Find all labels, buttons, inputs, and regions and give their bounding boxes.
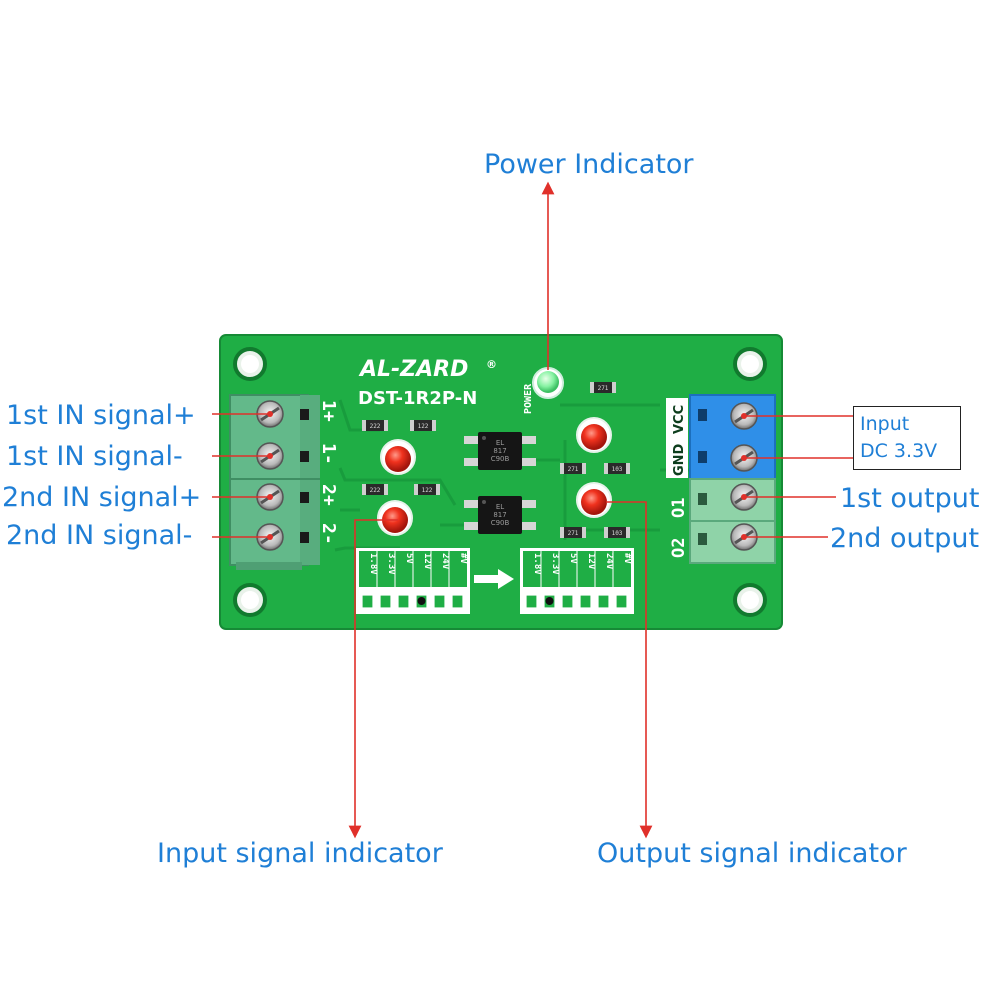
smd-resistors xyxy=(362,382,630,538)
resistor-code: 271 xyxy=(568,466,579,473)
voltage-table-input: 1.8V 3.3V 5V 12V 24V #V xyxy=(356,548,470,614)
resistor xyxy=(590,382,616,393)
left-terminal-block xyxy=(229,394,320,570)
output-voltage-selected-dot xyxy=(545,597,554,605)
direction-arrow xyxy=(474,569,514,589)
input-voltage-jumper-4 xyxy=(433,594,446,609)
output2-label: 2nd output xyxy=(830,523,980,554)
resistor-code: 222 xyxy=(370,423,381,430)
input-voltage-option-3: 12V xyxy=(422,553,432,570)
input-voltage-option-4: 24V xyxy=(440,553,450,570)
input-voltage-option-1: 3.3V xyxy=(386,553,396,575)
left-silk-1plus: 1+ xyxy=(318,400,339,422)
input-voltage-jumper-1 xyxy=(379,594,392,609)
input-voltage-option-2: 5V xyxy=(404,553,414,564)
power-indicator-label: Power Indicator xyxy=(484,149,694,180)
voltage-table-output: 1.8V 3.3V 5V 12V 24V #V xyxy=(520,548,634,614)
input-voltage-option-5: #V xyxy=(458,553,468,564)
board-silkscreen: AL-ZARD ® DST-1R2P-N POWER 1+ 1- 2+ 2- V… xyxy=(318,357,689,558)
resistor xyxy=(362,484,388,495)
output-led-1 xyxy=(581,424,607,450)
optocoupler-marking: C90B xyxy=(491,455,510,463)
right-silk-o2: O2 xyxy=(669,538,689,558)
right-terminal-slots xyxy=(698,409,707,545)
leds xyxy=(377,367,612,536)
input-led-1 xyxy=(385,446,411,472)
output-voltage-jumper-0 xyxy=(525,594,538,609)
resistor-code: 103 xyxy=(612,530,623,537)
in2-plus-label: 2nd IN signal+ xyxy=(2,482,202,513)
optocoupler-1 xyxy=(464,432,536,470)
resistor xyxy=(414,484,440,495)
mounting-holes xyxy=(233,347,767,617)
output-voltage-option-2: 5V xyxy=(568,553,578,564)
output-voltage-option-5: #V xyxy=(622,553,632,564)
output-voltage-jumper-5 xyxy=(615,594,628,609)
model-text: DST-1R2P-N xyxy=(358,388,477,409)
left-silk-2minus: 2- xyxy=(318,523,339,545)
right-silk-vcc: VCC xyxy=(672,405,687,434)
right-silk-o1: O1 xyxy=(669,498,689,518)
in1-plus-label: 1st IN signal+ xyxy=(6,400,196,431)
resistor-code: 122 xyxy=(418,423,429,430)
optocoupler-2 xyxy=(464,496,536,534)
resistor-code: 271 xyxy=(568,530,579,537)
output-voltage-jumper-4 xyxy=(597,594,610,609)
optocoupler-marking: 817 xyxy=(493,511,506,519)
optocouplers xyxy=(464,432,536,534)
input-dc-box: Input DC 3.3V xyxy=(853,406,961,470)
input-signal-indicator-label: Input signal indicator xyxy=(157,838,443,869)
input-dc-line1: Input xyxy=(860,413,910,435)
input-led-leader xyxy=(348,519,398,839)
in2-minus-label: 2nd IN signal- xyxy=(6,520,193,551)
output1-label: 1st output xyxy=(840,483,980,514)
brand-text: AL-ZARD xyxy=(358,357,468,382)
resistor-code: 222 xyxy=(370,487,381,494)
resistor-code: 122 xyxy=(422,487,433,494)
leader-lines xyxy=(212,181,853,839)
input-voltage-jumper-0 xyxy=(361,594,374,609)
output-voltage-option-4: 24V xyxy=(604,553,614,570)
output-voltage-option-0: 1.8V xyxy=(532,553,542,575)
input-voltage-jumper-5 xyxy=(451,594,464,609)
resistor xyxy=(604,463,630,474)
optocoupler-marking: EL xyxy=(496,503,504,511)
resistor xyxy=(560,527,586,538)
input-voltage-option-0: 1.8V xyxy=(368,553,378,575)
optocoupler-marking: EL xyxy=(496,439,504,447)
registered-mark: ® xyxy=(486,358,497,371)
input-voltage-jumper-2 xyxy=(397,594,410,609)
power-silk: POWER xyxy=(523,383,534,414)
optocoupler-marking: C90B xyxy=(491,519,510,527)
left-silk-2plus: 2+ xyxy=(318,484,339,506)
resistor xyxy=(410,420,436,431)
output-voltage-jumper-3 xyxy=(579,594,592,609)
resistor-code: 103 xyxy=(612,466,623,473)
output-voltage-option-1: 3.3V xyxy=(550,553,560,575)
resistor xyxy=(362,420,388,431)
resistor-code: 271 xyxy=(598,385,609,392)
resistor xyxy=(604,527,630,538)
left-silk-1minus: 1- xyxy=(318,443,339,465)
left-terminal-slots xyxy=(300,409,309,543)
in1-minus-label: 1st IN signal- xyxy=(6,441,183,472)
resistor xyxy=(560,463,586,474)
input-dc-line2: DC 3.3V xyxy=(860,440,938,462)
input-voltage-selected-dot xyxy=(417,597,426,605)
output-voltage-option-3: 12V xyxy=(586,553,596,570)
output-signal-indicator-label: Output signal indicator xyxy=(597,838,907,869)
output-voltage-jumper-2 xyxy=(561,594,574,609)
leader-dots xyxy=(267,411,747,540)
right-silk-gnd: GND xyxy=(672,443,687,476)
output-led-leader xyxy=(606,501,653,839)
optocoupler-marking: 817 xyxy=(493,447,506,455)
output-led-2 xyxy=(581,489,607,515)
